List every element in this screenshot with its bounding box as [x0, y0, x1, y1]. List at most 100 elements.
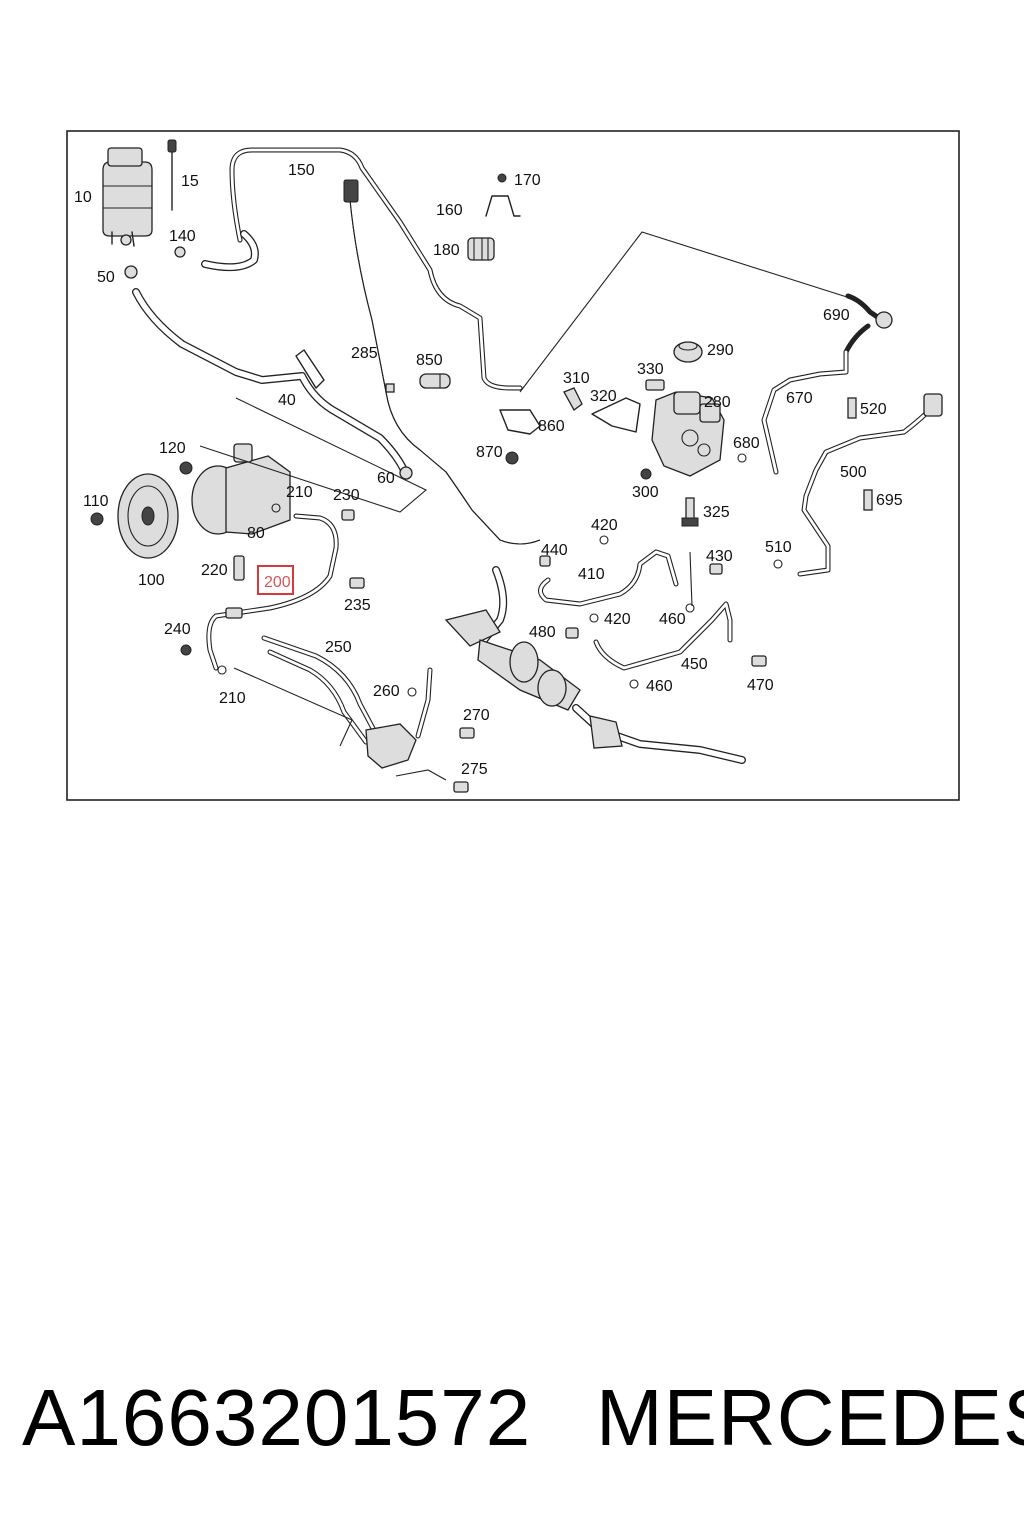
gear-bracket-260 [365, 667, 433, 769]
callout-500: 500 [840, 464, 867, 481]
callout-170: 170 [514, 172, 541, 189]
callout-210-upper: 210 [286, 484, 313, 501]
callout-870: 870 [476, 444, 503, 461]
callout-450: 450 [681, 656, 708, 673]
bolt-300 [640, 468, 652, 480]
hose-200 [206, 513, 339, 671]
cap-290 [673, 341, 703, 363]
washer-420-upper [599, 535, 609, 545]
callout-860: 860 [538, 418, 565, 435]
bolt-470 [751, 655, 767, 667]
callout-230: 230 [333, 487, 360, 504]
callout-440: 440 [541, 542, 568, 559]
callout-320: 320 [590, 388, 617, 405]
steering-rack [444, 566, 746, 764]
callout-410: 410 [578, 566, 605, 583]
bolt-240 [180, 644, 192, 656]
bracket-860 [499, 409, 541, 435]
bracket-320 [591, 397, 641, 433]
callout-310: 310 [563, 370, 590, 387]
callout-690: 690 [823, 307, 850, 324]
callout-120: 120 [159, 440, 186, 457]
footer: A1663201572 MERCEDES [0, 1368, 1024, 1478]
bolt-270 [459, 727, 475, 739]
callout-240: 240 [164, 621, 191, 638]
parts-diagram: 10 15 150 170 160 180 140 50 285 850 40 … [66, 130, 960, 801]
callout-220: 220 [201, 562, 228, 579]
bolt-440 [539, 555, 551, 567]
callout-140: 140 [169, 228, 196, 245]
callout-480: 480 [529, 624, 556, 641]
pump-80 [191, 443, 291, 535]
line-670 [761, 293, 893, 475]
callout-420-lower: 420 [604, 611, 631, 628]
leader-lines [199, 231, 851, 781]
fitting-850 [419, 373, 451, 389]
valve-block-280 [651, 391, 725, 477]
bolt-275 [453, 781, 469, 793]
callout-460-upper: 460 [659, 611, 686, 628]
callout-520: 520 [860, 401, 887, 418]
callout-250: 250 [325, 639, 352, 656]
callout-300: 300 [632, 484, 659, 501]
clamp-50 [124, 265, 138, 279]
callout-280: 280 [704, 394, 731, 411]
callout-420-upper: 420 [591, 517, 618, 534]
clamp-60 [399, 466, 413, 480]
callout-330: 330 [637, 361, 664, 378]
bolt-480 [565, 627, 579, 639]
bolt-325 [681, 497, 699, 527]
hose-150 [229, 147, 523, 391]
washer-460-upper [685, 603, 695, 613]
callout-460-lower: 460 [646, 678, 673, 695]
bolt-230 [341, 509, 355, 521]
callout-labels: 10 15 150 170 160 180 140 50 285 850 40 … [74, 162, 903, 778]
bolt-235 [349, 577, 365, 589]
callout-430: 430 [706, 548, 733, 565]
callout-270: 270 [463, 707, 490, 724]
callout-50: 50 [97, 269, 115, 286]
callout-160: 160 [436, 202, 463, 219]
diagram-frame [66, 130, 960, 801]
callout-10: 10 [74, 189, 92, 206]
bracket-160 [485, 173, 521, 217]
line-40 [132, 288, 408, 474]
highlight-box-200 [257, 565, 294, 595]
callout-200: 200 [264, 574, 291, 591]
lines-250 [261, 635, 379, 745]
callout-80: 80 [247, 525, 265, 542]
callout-470: 470 [747, 677, 774, 694]
dipstick-15 [167, 139, 177, 211]
clamp-140 [174, 246, 186, 258]
callout-260: 260 [373, 683, 400, 700]
callout-210-lower: 210 [219, 690, 246, 707]
callout-680: 680 [733, 435, 760, 452]
callout-510: 510 [765, 539, 792, 556]
part-number: A1663201572 [22, 1373, 532, 1462]
brand-name: MERCEDES [596, 1373, 1024, 1462]
washer-510 [773, 559, 783, 569]
pulley-100 [117, 473, 179, 559]
washer-260 [407, 687, 417, 697]
hose-140 [201, 230, 259, 272]
washer-460-lower [629, 679, 639, 689]
bolt-695 [863, 489, 873, 511]
line-450 [593, 601, 733, 671]
callout-40: 40 [278, 392, 296, 409]
bolt-220 [233, 555, 245, 581]
washer-420-lower [589, 613, 599, 623]
bolt-520 [847, 397, 857, 419]
bolt-330 [645, 379, 665, 391]
callout-290: 290 [707, 342, 734, 359]
callout-325: 325 [703, 504, 730, 521]
callout-110: 110 [83, 493, 109, 510]
sensor-310 [563, 387, 583, 411]
harness-285 [343, 179, 541, 545]
washer-210-lower [217, 665, 227, 675]
bolt-430 [709, 563, 723, 575]
bushing-180 [467, 237, 495, 261]
washer-210-upper [271, 503, 281, 513]
callout-670: 670 [786, 390, 813, 407]
washer-680 [737, 453, 747, 463]
callout-850: 850 [416, 352, 443, 369]
